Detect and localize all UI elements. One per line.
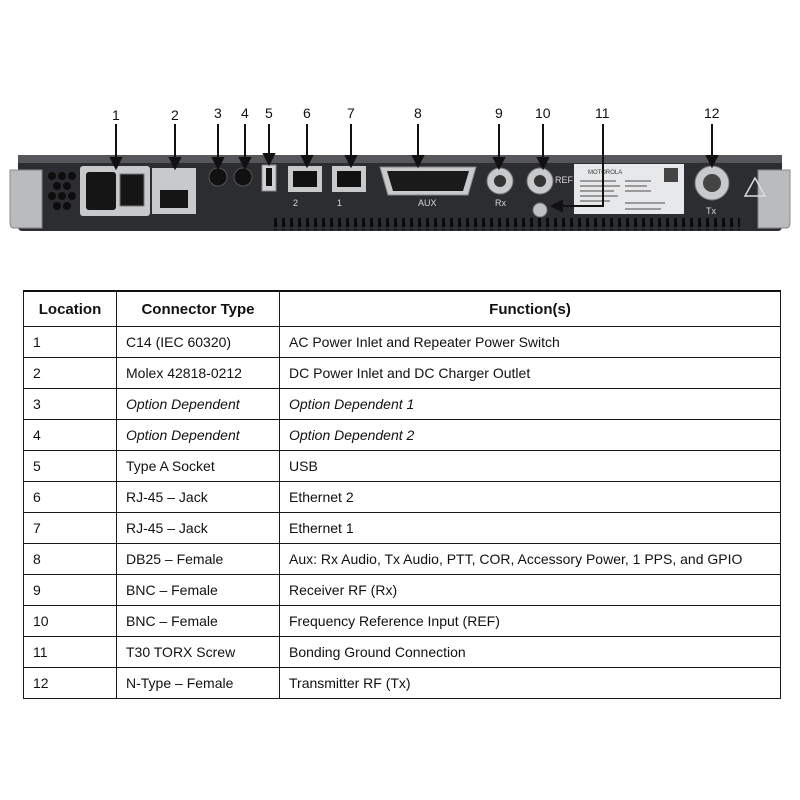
callout-7: 7 <box>347 105 355 121</box>
location-cell: 3 <box>23 388 117 420</box>
brand-label: MOTOROLA <box>588 170 622 176</box>
repeater-rear-panel-figure: 2 1 AUX Rx REF MOTOROLA Tx 1 <box>9 105 791 231</box>
header-connector-type: Connector Type <box>116 290 280 327</box>
db25-socket <box>387 171 469 191</box>
connector-type-cell: Type A Socket <box>116 450 280 482</box>
function-cell: Bonding Ground Connection <box>279 636 781 668</box>
callout-9: 9 <box>495 105 503 121</box>
bottom-vent-slots <box>270 218 740 230</box>
location-cell: 4 <box>23 419 117 451</box>
callout-4: 4 <box>241 105 249 121</box>
function-cell: Receiver RF (Rx) <box>279 574 781 606</box>
option-port-4 <box>233 167 253 187</box>
callout-12: 12 <box>704 105 720 121</box>
connector-type-cell: DB25 – Female <box>116 543 280 575</box>
header-location: Location <box>23 290 117 327</box>
function-cell: Transmitter RF (Tx) <box>279 667 781 699</box>
function-cell: DC Power Inlet and DC Charger Outlet <box>279 357 781 389</box>
connector-type-cell: Option Dependent <box>116 419 280 451</box>
location-cell: 1 <box>23 326 117 358</box>
location-cell: 7 <box>23 512 117 544</box>
connector-type-cell: T30 TORX Screw <box>116 636 280 668</box>
connector-type-cell: C14 (IEC 60320) <box>116 326 280 358</box>
vent-holes <box>48 172 76 210</box>
connector-type-cell: RJ-45 – Jack <box>116 512 280 544</box>
connector-type-cell: BNC – Female <box>116 605 280 637</box>
function-cell: Frequency Reference Input (REF) <box>279 605 781 637</box>
label-fine-print <box>580 180 665 210</box>
bnc-rx-center <box>494 175 506 187</box>
ground-screw <box>532 202 548 218</box>
location-cell: 5 <box>23 450 117 482</box>
connector-type-cell: Molex 42818-0212 <box>116 357 280 389</box>
connector-type-cell: N-Type – Female <box>116 667 280 699</box>
chassis-top-edge <box>18 155 782 163</box>
function-cell: Aux: Rx Audio, Tx Audio, PTT, COR, Acces… <box>279 543 781 575</box>
callout-11: 11 <box>595 105 610 121</box>
callout-8: 8 <box>414 105 422 121</box>
callout-3: 3 <box>214 105 222 121</box>
table-header-row: Location Connector Type Function(s) <box>23 290 781 327</box>
usb-port-tongue <box>266 168 272 186</box>
rj45-port-2-socket <box>293 171 317 187</box>
location-cell: 11 <box>23 636 117 668</box>
callout-2: 2 <box>171 107 179 123</box>
callout-1: 1 <box>112 107 120 123</box>
function-cell: Option Dependent 1 <box>279 388 781 420</box>
location-cell: 8 <box>23 543 117 575</box>
dc-inlet-socket <box>160 190 188 208</box>
aux-label: AUX <box>418 198 437 208</box>
connector-type-cell: RJ-45 – Jack <box>116 481 280 513</box>
connector-type-cell: BNC – Female <box>116 574 280 606</box>
location-cell: 10 <box>23 605 117 637</box>
function-cell: Ethernet 2 <box>279 481 781 513</box>
ac-inlet-socket <box>86 172 116 210</box>
callout-6: 6 <box>303 105 311 121</box>
tx-label: Tx <box>706 206 716 216</box>
callout-arrows <box>109 124 719 213</box>
label-barcode <box>664 168 678 182</box>
location-cell: 12 <box>23 667 117 699</box>
power-switch <box>119 173 145 207</box>
option-port-3 <box>208 167 228 187</box>
function-cell: USB <box>279 450 781 482</box>
location-cell: 2 <box>23 357 117 389</box>
hot-surface-warning-icon <box>743 176 767 197</box>
right-mount-bracket <box>757 169 791 229</box>
function-cell: Ethernet 1 <box>279 512 781 544</box>
header-functions: Function(s) <box>279 290 781 327</box>
callout-5: 5 <box>265 105 273 121</box>
location-cell: 9 <box>23 574 117 606</box>
function-cell: Option Dependent 2 <box>279 419 781 451</box>
rj45-port-1-socket <box>337 171 361 187</box>
bnc-ref-center <box>534 175 546 187</box>
port2-label: 2 <box>293 198 298 208</box>
left-mount-bracket <box>9 169 43 229</box>
function-cell: AC Power Inlet and Repeater Power Switch <box>279 326 781 358</box>
location-cell: 6 <box>23 481 117 513</box>
n-type-tx-center <box>703 174 721 192</box>
port1-label: 1 <box>337 198 342 208</box>
ref-label: REF <box>555 175 574 185</box>
callout-10: 10 <box>535 105 551 121</box>
rx-label: Rx <box>495 198 506 208</box>
connector-type-cell: Option Dependent <box>116 388 280 420</box>
